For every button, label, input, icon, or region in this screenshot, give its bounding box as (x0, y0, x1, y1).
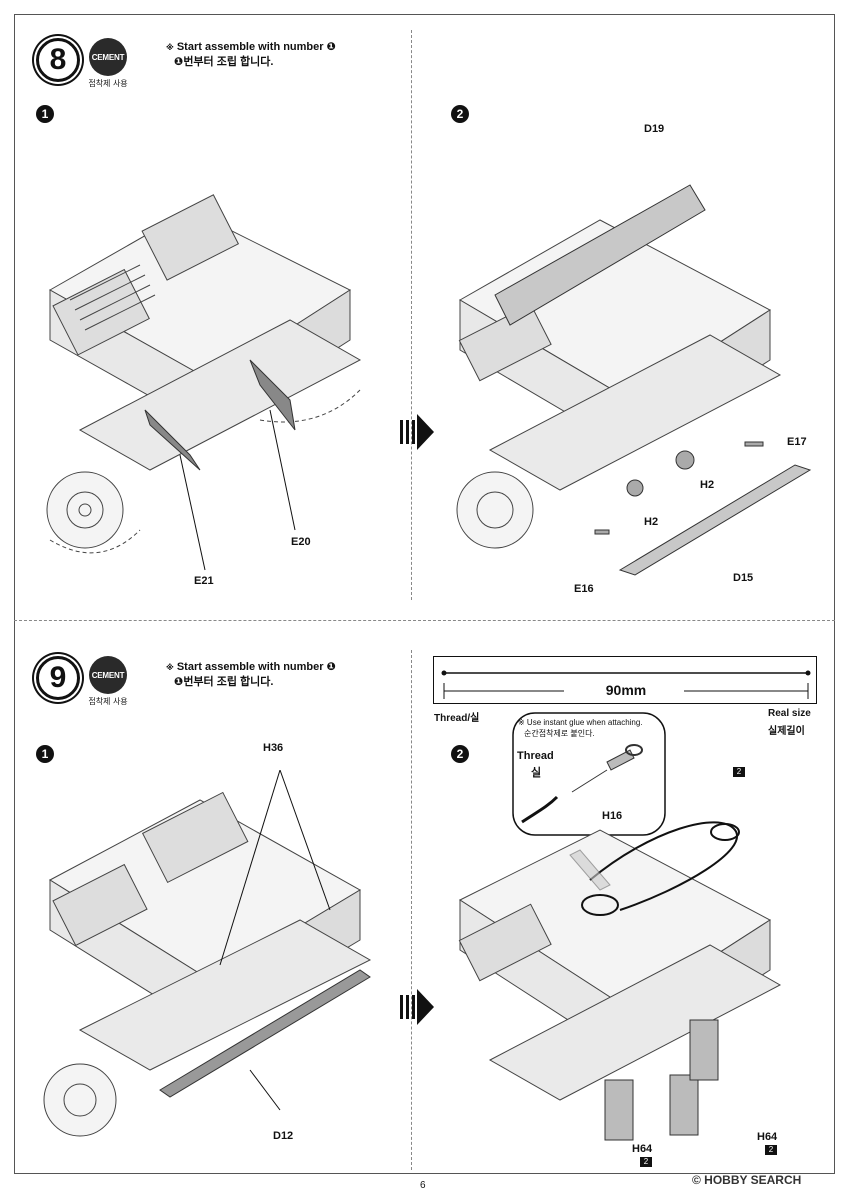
cement-label: 접착제 사용 (88, 79, 128, 88)
note-english: Start assemble with number ❶ (176, 661, 336, 673)
part-label: H16 (602, 810, 623, 822)
substep-number: 2 (451, 105, 469, 123)
thread-label: Thread/실 (434, 713, 480, 724)
note-mark: ※ (166, 43, 174, 52)
part-label: D15 (733, 572, 754, 584)
part-label: H2 (700, 479, 715, 491)
thread-line (441, 670, 811, 699)
step-number-badge: 9 (36, 656, 80, 700)
chassis-illustration (43, 770, 372, 1137)
part-label: D12 (273, 1130, 294, 1142)
note-english: Start assemble with number ❶ (176, 41, 336, 53)
next-arrow-icon (400, 414, 434, 450)
chassis-illustration (458, 821, 782, 1141)
real-size-label: Real size (768, 708, 811, 719)
real-size-label-kr: 실제길이 (768, 726, 805, 737)
part-label: E20 (291, 536, 311, 548)
page-frame (14, 14, 835, 1174)
part-label: E21 (194, 575, 214, 587)
next-arrow-icon (400, 989, 434, 1025)
thread-real-size-box: 90mm (433, 656, 817, 704)
cement-indicator: CEMENT 접착제 사용 (78, 38, 138, 89)
cement-label: 접착제 사용 (88, 697, 128, 706)
watermark: © HOBBY SEARCH (692, 1173, 802, 1187)
part-label: H64 (757, 1131, 778, 1143)
part-label: E16 (574, 583, 594, 595)
quantity-tag: 2 (640, 1157, 652, 1167)
cement-indicator: CEMENT 접착제 사용 (78, 656, 138, 707)
quantity-tag: 2 (733, 767, 745, 777)
thread-callout-label: Thread (517, 750, 554, 762)
part-label: H36 (263, 742, 284, 754)
column-divider-bottom (411, 650, 412, 1170)
page-number: 6 (420, 1180, 426, 1191)
part-label: H2 (644, 516, 659, 528)
glue-note-kr: 순간접착제로 붙인다. (524, 729, 595, 738)
quantity-tag: 2 (765, 1145, 777, 1155)
note-korean: ❶번부터 조립 합니다. (174, 676, 274, 688)
thread-length: 90mm (605, 682, 647, 698)
substep-number: 1 (36, 105, 54, 123)
part-label: D19 (644, 123, 665, 135)
glue-note: ※ Use instant glue when attaching. (518, 718, 643, 727)
chassis-illustration (46, 194, 362, 571)
detail-callout-bubble (512, 712, 666, 836)
cement-icon: CEMENT (89, 656, 127, 694)
part-label: H64 (632, 1143, 653, 1155)
substep-number: 2 (451, 745, 469, 763)
substep-number: 1 (36, 745, 54, 763)
part-label: E17 (787, 436, 807, 448)
step-number-badge: 8 (36, 38, 80, 82)
thread-callout-label-kr: 실 (531, 767, 542, 779)
section-divider (14, 620, 835, 621)
chassis-illustration (456, 184, 812, 576)
assembly-note: ※ Start assemble with number ❶ ❶번부터 조립 합… (166, 40, 336, 70)
assembly-note: ※ Start assemble with number ❶ ❶번부터 조립 합… (166, 660, 336, 690)
column-divider-top (411, 30, 412, 600)
cement-icon: CEMENT (89, 38, 127, 76)
note-mark: ※ (166, 663, 174, 672)
note-korean: ❶번부터 조립 합니다. (174, 56, 274, 68)
